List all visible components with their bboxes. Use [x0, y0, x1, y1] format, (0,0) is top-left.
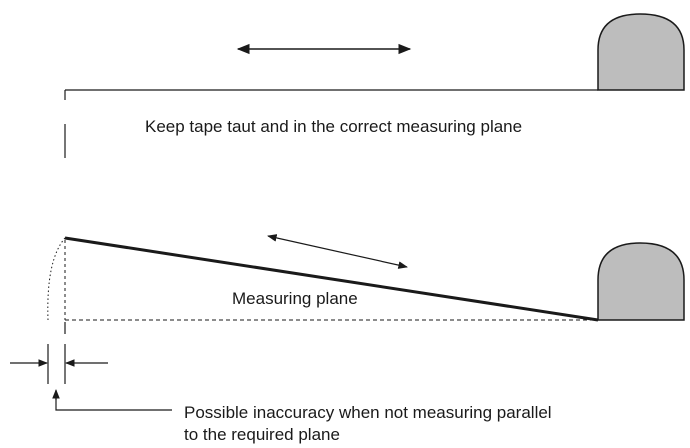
- bottom-figure: [47, 234, 685, 334]
- top-caption: Keep tape taut and in the correct measur…: [145, 117, 523, 136]
- inaccuracy-note-line-2: to the required plane: [184, 425, 340, 444]
- top-figure: [64, 13, 685, 158]
- angled-tape-line: [64, 236, 599, 322]
- measuring-plane-label: Measuring plane: [232, 289, 358, 308]
- tape-reel-top: [597, 13, 685, 91]
- inaccuracy-note-line-1: Possible inaccuracy when not measuring p…: [184, 403, 552, 422]
- tape-reel-bottom: [597, 242, 685, 321]
- callout-leader: [55, 397, 172, 411]
- inaccuracy-note: Possible inaccuracy when not measuring p…: [184, 402, 552, 446]
- tension-double-arrow-angled: [267, 234, 408, 269]
- swing-arc-dotted: [47, 237, 66, 321]
- inaccuracy-indicator: [10, 344, 172, 411]
